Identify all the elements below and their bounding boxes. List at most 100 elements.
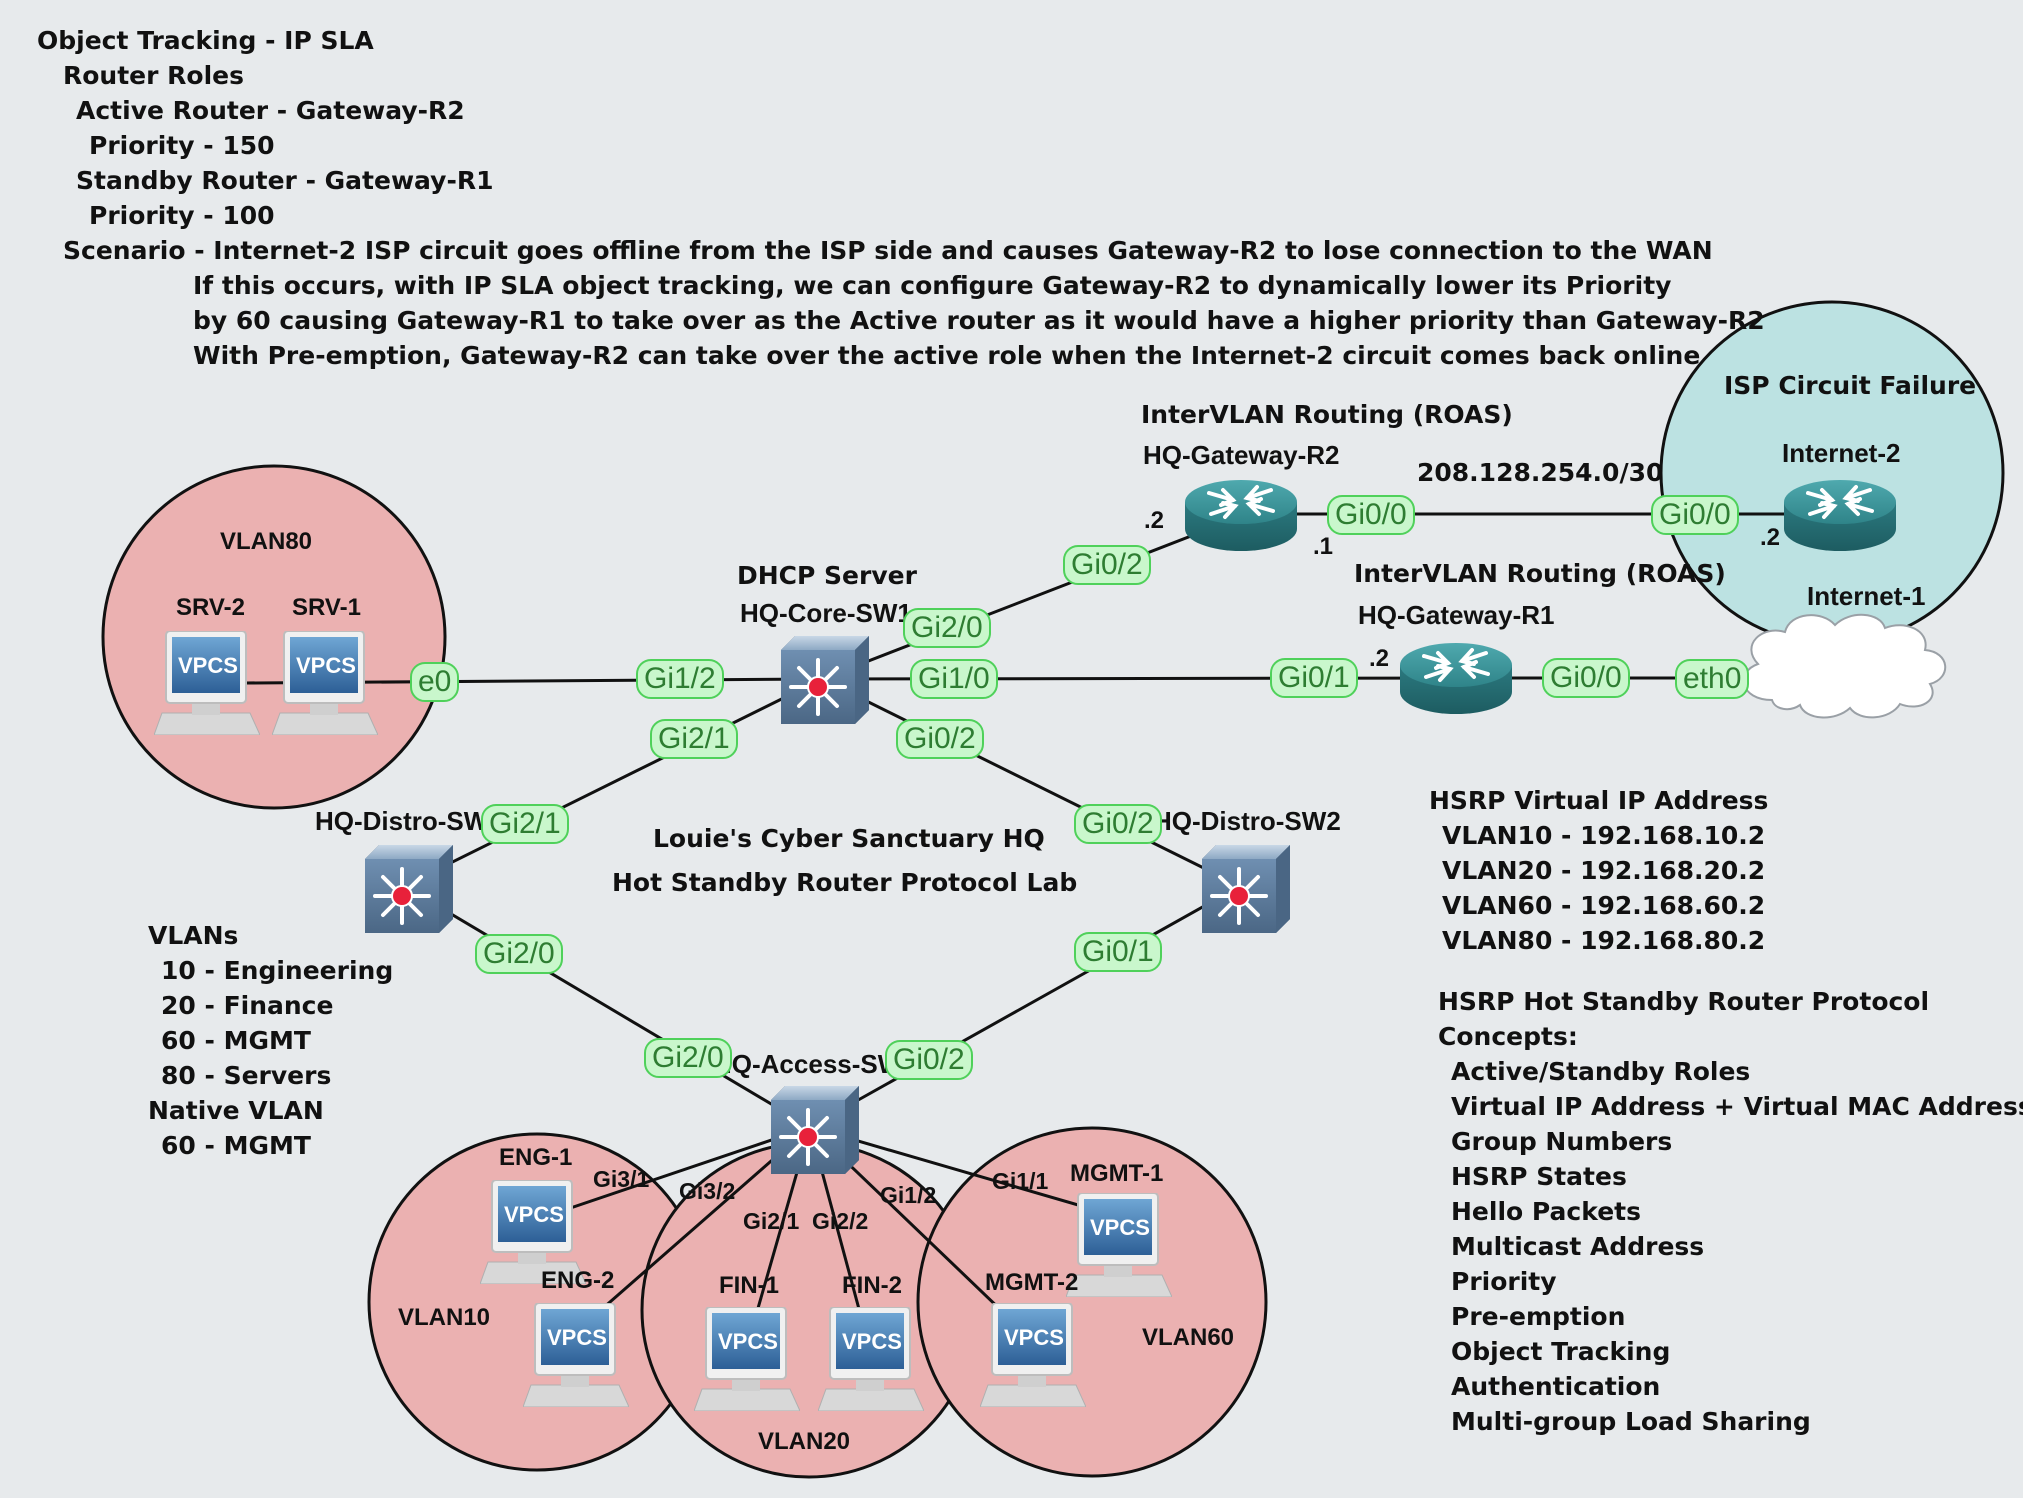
core-switch-icon [779,634,871,726]
computer-icon [693,1306,801,1412]
hsrp-concept-item: HSRP States [1451,1162,1627,1191]
inet2-label[interactable]: Internet-2 [1782,438,1901,468]
note-scenario-2: If this occurs, with IP SLA object track… [193,271,1672,300]
fin1-label[interactable]: FIN-1 [719,1272,779,1299]
computer-icon [1065,1192,1173,1298]
link-access-mgmt1 [809,1125,1117,1218]
hsrp-vip-item: VLAN20 - 192.168.20.2 [1442,856,1766,885]
core-label[interactable]: HQ-Core-SW1 [740,598,912,628]
vpcs-label: VPCS [842,1329,902,1354]
note-scenario-4: With Pre-emption, Gateway-R2 can take ov… [193,341,1701,370]
hsrp-concepts-heading: HSRP Hot Standby Router Protocol [1438,987,1930,1016]
port-r2-gi0-0[interactable]: Gi0/0 [1327,495,1415,535]
mgmt1-label[interactable]: MGMT-1 [1070,1160,1164,1187]
eng1-pc[interactable]: VPCS [479,1179,587,1285]
r2-label[interactable]: HQ-Gateway-R2 [1143,440,1340,470]
vpcs-label: VPCS [718,1329,778,1354]
port-d1-gi2-0[interactable]: Gi2/0 [475,934,563,974]
port-acc-gi3-2[interactable]: Gi3/2 [679,1178,736,1204]
port-r2-gi0-2[interactable]: Gi0/2 [1063,545,1151,585]
port-d2-gi0-2[interactable]: Gi0/2 [1074,804,1162,844]
vpcs-label: VPCS [547,1325,607,1350]
srv1-label[interactable]: SRV-1 [292,594,361,621]
lab-title: Louie's Cyber Sanctuary HQ [653,824,1045,853]
srv1-pc[interactable]: VPCS [271,630,379,736]
vlan-item: 60 - MGMT [161,1026,311,1055]
r2-inside-ip: .2 [1144,507,1165,534]
note-title: Object Tracking - IP SLA [37,26,374,55]
fin1-pc[interactable]: VPCS [693,1306,801,1412]
link-distro1-access [403,884,811,1129]
link-access-eng1 [534,1125,811,1222]
hsrp-concept-item: Pre-emption [1451,1302,1626,1331]
srv2-label[interactable]: SRV-2 [176,594,245,621]
r1-router-icon [1398,641,1514,716]
port-r1-gi0-1[interactable]: Gi0/1 [1270,658,1358,698]
r1-label[interactable]: HQ-Gateway-R1 [1358,600,1555,630]
inet2-wan-ip: .2 [1760,524,1781,551]
vpcs-label: VPCS [504,1202,564,1227]
hsrp-concept-item: Virtual IP Address + Virtual MAC Address [1451,1092,2023,1121]
eng2-pc[interactable]: VPCS [522,1302,630,1408]
eng2-label[interactable]: ENG-2 [541,1267,615,1294]
port-acc-gi2-1[interactable]: Gi2/1 [743,1208,800,1234]
link-core-distro2 [821,677,1241,888]
port-acc-gi1-2[interactable]: Gi1/2 [880,1182,937,1208]
port-srv-e0[interactable]: e0 [410,662,460,702]
port-core-gi1-0[interactable]: Gi1/0 [910,659,998,699]
port-r1-gi0-0[interactable]: Gi0/0 [1542,658,1630,698]
computer-icon [522,1302,630,1408]
r1-role-label: InterVLAN Routing (ROAS) [1354,559,1726,588]
note-router-roles: Router Roles [63,61,244,90]
native-vlan-value: 60 - MGMT [161,1131,311,1160]
port-core-gi1-2[interactable]: Gi1/2 [636,659,724,699]
computer-icon [153,630,261,736]
r1-inside-ip: .2 [1369,645,1390,672]
hsrp-concepts-heading-2: Concepts: [1438,1022,1578,1051]
eng1-label[interactable]: ENG-1 [499,1144,573,1171]
lab-subtitle: Hot Standby Router Protocol Lab [612,868,1078,897]
distro2-switch-icon [1200,843,1292,935]
r2-wan-ip: .1 [1313,533,1334,560]
access-label[interactable]: HQ-Access-SW1 [713,1049,917,1079]
port-acc-gi2-0[interactable]: Gi2/0 [644,1038,732,1078]
distro1-switch-icon [363,843,455,935]
vlan60-label: VLAN60 [1142,1324,1235,1351]
port-d2-gi0-1[interactable]: Gi0/1 [1074,932,1162,972]
port-core-gi2-0[interactable]: Gi2/0 [903,608,991,648]
fin2-pc[interactable]: VPCS [817,1306,925,1412]
note-active-priority: Priority - 150 [89,131,275,160]
distro2-label[interactable]: HQ-Distro-SW2 [1153,806,1341,836]
vlans-heading: VLANs [148,921,239,950]
port-acc-gi3-1[interactable]: Gi3/1 [593,1166,650,1192]
mgmt2-pc[interactable]: VPCS [979,1302,1087,1408]
hsrp-concept-item: Active/Standby Roles [1451,1057,1751,1086]
note-scenario-1: Scenario - Internet-2 ISP circuit goes o… [63,236,1713,265]
port-acc-gi0-2[interactable]: Gi0/2 [885,1040,973,1080]
link-core-distro1 [403,677,823,888]
port-inet2-gi0-0[interactable]: Gi0/0 [1651,495,1739,535]
port-d1-gi2-1[interactable]: Gi2/1 [481,804,569,844]
port-inet1-eth[interactable]: eth0 [1675,659,1750,699]
mgmt2-label[interactable]: MGMT-2 [985,1269,1079,1296]
port-core-gi0-2[interactable]: Gi0/2 [896,719,984,759]
srv2-pc[interactable]: VPCS [153,630,261,736]
computer-icon [979,1302,1087,1408]
vlan80-label: VLAN80 [220,528,313,555]
port-core-gi2-1[interactable]: Gi2/1 [650,719,738,759]
computer-icon [817,1306,925,1412]
mgmt1-pc[interactable]: VPCS [1065,1192,1173,1298]
port-acc-gi1-1[interactable]: Gi1/1 [992,1168,1049,1194]
note-standby-priority: Priority - 100 [89,201,275,230]
vpcs-label: VPCS [1090,1215,1150,1240]
hsrp-concept-item: Multicast Address [1451,1232,1705,1261]
vlan20-label: VLAN20 [758,1428,851,1455]
access-switch-icon [769,1084,861,1176]
isp-failure-label: ISP Circuit Failure [1724,371,1977,400]
port-acc-gi2-2[interactable]: Gi2/2 [812,1208,869,1234]
note-active-router: Active Router - Gateway-R2 [76,96,465,125]
fin2-label[interactable]: FIN-2 [842,1272,902,1299]
distro1-label[interactable]: HQ-Distro-SW1 [315,806,503,836]
inet1-label[interactable]: Internet-1 [1807,581,1926,611]
hsrp-vip-item: VLAN10 - 192.168.10.2 [1442,821,1766,850]
